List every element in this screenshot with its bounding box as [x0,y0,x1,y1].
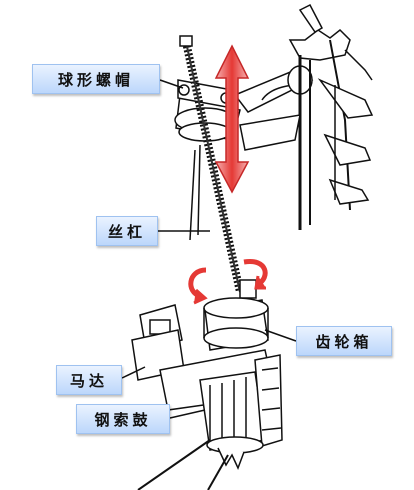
drive-assembly [131,279,283,470]
vertical-double-arrow-icon [214,44,250,194]
linkage-assembly [174,3,374,241]
label-lead-screw: 丝杠 [96,216,158,246]
lead-screw [179,35,244,293]
label-ball-nut: 球形螺帽 [32,64,160,94]
cable-line-2 [207,454,229,490]
label-motor: 马达 [56,365,122,395]
leader-lines [121,79,297,419]
rotation-arrows-icon [188,259,268,305]
label-cable-drum: 钢索鼓 [76,404,170,434]
cable-line [137,439,211,490]
label-gearbox: 齿轮箱 [296,326,392,356]
